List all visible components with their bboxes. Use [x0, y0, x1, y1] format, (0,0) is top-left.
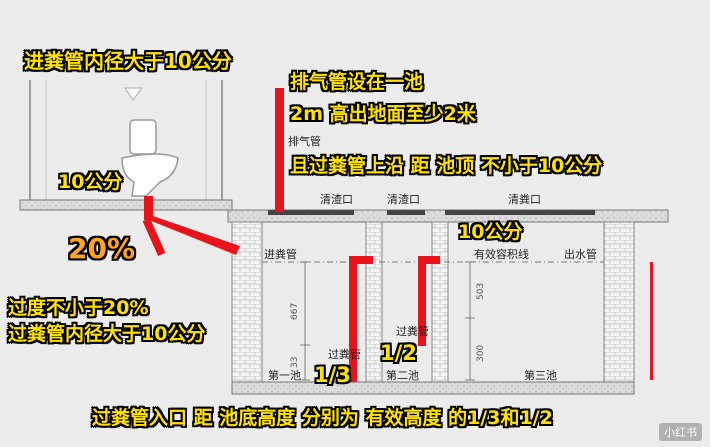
dimension-300: 300	[476, 344, 486, 362]
toilet-room	[19, 80, 233, 211]
tank-top-cover-3	[445, 210, 595, 215]
annotation-bottom-note: 过粪管入口 距 池底高度 分别为 有效高度 的1/3和1/2	[92, 407, 553, 429]
dimension-33: 33	[290, 356, 300, 368]
tank-top-cover-1	[268, 210, 354, 215]
dimension-lines	[300, 261, 475, 381]
tank-top-cover-2	[387, 210, 425, 215]
label-outlet-pipe: 出水管	[564, 248, 597, 261]
label-effective-volume: 有效容积线	[474, 248, 529, 261]
outlet-marker	[650, 262, 653, 380]
annotation-crossing-top: 且过粪管上沿 距 池顶 不小于10公分	[290, 155, 603, 177]
vent-pipe	[275, 88, 284, 212]
annotation-slope-min: 过度不小于20%	[8, 297, 149, 319]
label-crossing-pipe-1: 过粪管	[328, 348, 361, 361]
annotation-vent-height: 2m 高出地面至少2米	[290, 103, 476, 125]
inlet-pipe	[142, 196, 240, 256]
label-tank-1: 第一池	[268, 369, 301, 382]
annotation-one-third: 1/3	[314, 363, 351, 387]
watermark: 小红书	[659, 423, 702, 441]
annotation-slope-percent: 20%	[68, 232, 136, 265]
label-crossing-pipe-2: 过粪管	[396, 325, 429, 338]
dimension-503: 503	[476, 282, 486, 300]
crossing-pipe-1	[349, 256, 373, 382]
annotation-vent-location: 排气管设在一池	[290, 71, 424, 93]
label-vent-pipe: 排气管	[288, 135, 321, 148]
annotation-crossing-diameter: 过粪管内径大于10公分	[8, 323, 206, 345]
label-tank-3: 第三池	[524, 369, 557, 382]
label-inlet-pipe: 进粪管	[264, 248, 297, 261]
label-tank-2: 第二池	[386, 369, 419, 382]
annotation-ten-cm-left: 10公分	[58, 171, 123, 193]
label-cleanout-3: 清粪口	[508, 193, 541, 206]
annotation-ten-cm-right: 10公分	[458, 221, 523, 243]
toilet-icon	[121, 119, 179, 197]
annotation-one-half: 1/2	[380, 341, 417, 365]
label-cleanout-1: 清渣口	[320, 193, 353, 206]
annotation-inlet-diameter: 进粪管内径大于10公分	[24, 49, 232, 73]
dimension-667: 667	[290, 302, 300, 320]
crossing-pipe-2	[418, 256, 440, 346]
label-cleanout-2: 清渣口	[387, 193, 420, 206]
